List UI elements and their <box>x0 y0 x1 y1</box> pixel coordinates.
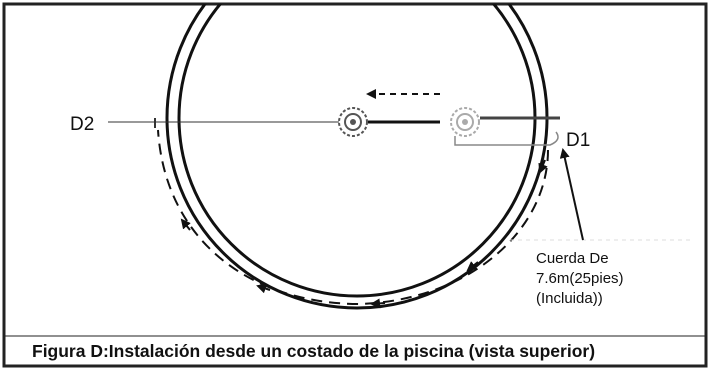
cleaner-position-final-icon <box>338 107 368 137</box>
rope-note-line-1: Cuerda De <box>536 250 609 267</box>
cable-loop <box>454 131 559 146</box>
path-arrow-1 <box>538 159 548 174</box>
point-d2-label: D2 <box>70 114 94 135</box>
rope-path <box>157 129 549 306</box>
pool-outer-wall <box>165 4 549 310</box>
pool-inner-wall <box>177 4 537 298</box>
pointer-arrow <box>559 148 584 241</box>
path-arrow-2 <box>466 261 479 272</box>
cleaner-position-start-icon <box>450 107 480 137</box>
rope-note-line-2: 7.6m(25pies) <box>536 270 624 287</box>
point-d1-label: D1 <box>566 130 590 151</box>
figure-caption: Figura D:Instalación desde un costado de… <box>32 341 595 361</box>
path-arrow-4 <box>256 283 271 294</box>
path-arrow-3 <box>370 298 386 309</box>
path-arrow-5 <box>180 218 191 231</box>
rope-note-line-3: (Incluida)) <box>536 290 603 307</box>
